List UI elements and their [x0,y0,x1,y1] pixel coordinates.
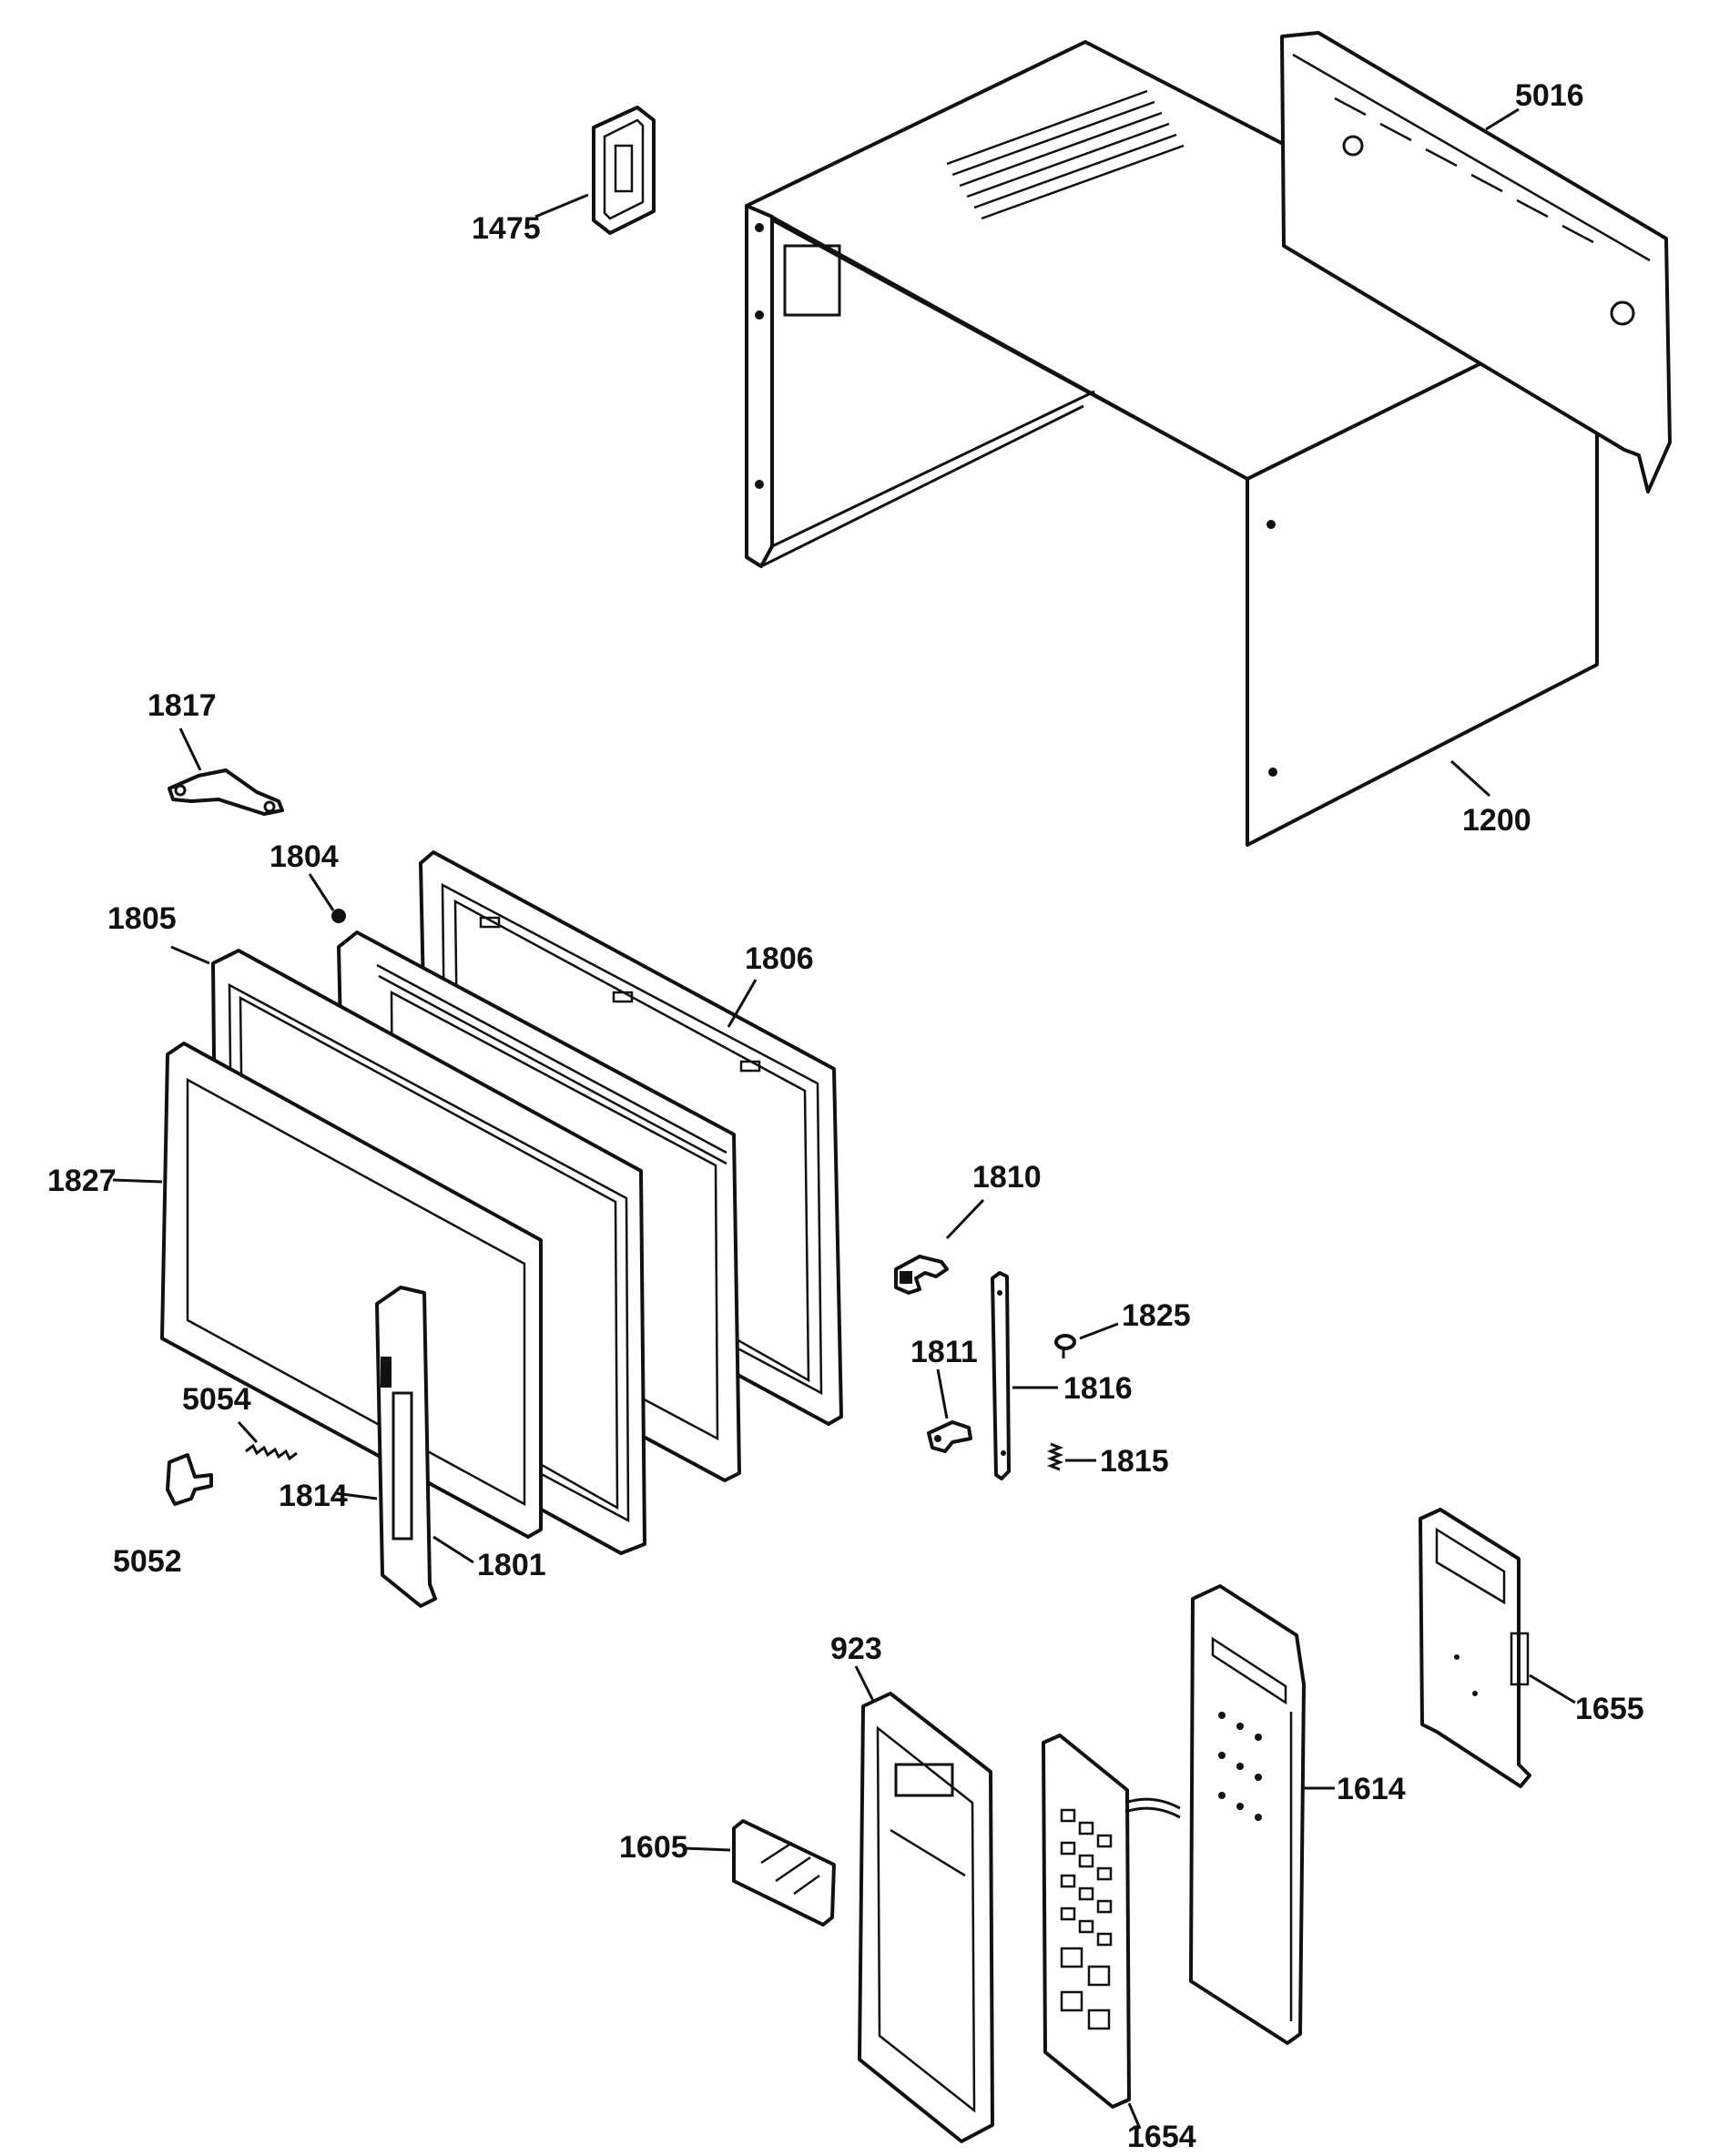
part-1200-outer-cabinet [745,40,1599,847]
part-1811-latch-hook [927,1420,972,1453]
leader-1654 [1127,2102,1142,2130]
part-1817-hinge [168,768,284,816]
label-1817: 1817 [147,688,217,723]
label-1806: 1806 [745,941,814,976]
label-1810: 1810 [972,1160,1042,1195]
board-dots [1218,1712,1262,1821]
part-1827-front-door-panel [160,1042,543,1539]
part-1614-control-board-housing [1189,1584,1306,2045]
label-1614: 1614 [1337,1772,1406,1806]
part-1814-door-handle [375,1286,437,1608]
part-5054-spring [245,1443,298,1461]
label-5052: 5052 [113,1544,182,1579]
label-1655: 1655 [1575,1692,1644,1726]
leader-1825 [1079,1322,1119,1340]
leader-1655 [1529,1673,1576,1704]
label-1654: 1654 [1127,2120,1196,2154]
leader-1801 [432,1535,474,1564]
leader-923 [854,1665,876,1703]
part-923-control-panel-frame [858,1692,994,2143]
label-1805: 1805 [107,901,177,936]
part-1475-bracket [592,106,656,235]
leader-1806 [727,979,758,1028]
label-1801: 1801 [477,1548,546,1582]
top-vents [946,89,1185,220]
label-923: 923 [830,1632,882,1666]
leader-5054 [237,1420,259,1444]
label-1825: 1825 [1122,1298,1191,1333]
leader-1811 [936,1368,949,1419]
leader-1605 [684,1846,731,1852]
back-panel-slots [1334,97,1594,244]
inner-door-teeth [376,963,727,1165]
label-1827: 1827 [47,1164,117,1198]
label-5016: 5016 [1515,78,1584,113]
part-1815-spring [1046,1442,1064,1471]
part-1816-latch-bar [991,1271,1011,1480]
part-1654-membrane-keypad [1042,1734,1181,2109]
leader-1817 [178,727,202,771]
part-1825-screw [1054,1334,1076,1358]
label-1804: 1804 [270,839,339,874]
part-5052-latch-knob [166,1453,213,1506]
part-5016-back-panel [1280,31,1672,493]
leader-1475 [534,193,589,219]
label-1475: 1475 [472,211,541,246]
keypad-keys [1060,1808,1113,2030]
part-1655-circuit-board [1419,1508,1531,1788]
part-1810-latch [894,1255,949,1295]
label-1811: 1811 [910,1335,978,1369]
part-1605-display-window [732,1819,836,1927]
label-1605: 1605 [619,1830,688,1865]
label-1816: 1816 [1063,1371,1133,1406]
leader-1805 [170,945,210,965]
label-5054: 5054 [182,1382,251,1417]
label-1814: 1814 [279,1479,348,1513]
label-1200: 1200 [1462,803,1531,838]
leader-1827 [112,1178,163,1184]
leader-1810 [945,1198,985,1240]
label-1815: 1815 [1100,1444,1169,1479]
leader-1804 [308,873,335,911]
leader-1200 [1449,759,1491,798]
leader-5016 [1485,107,1520,131]
leader-1814 [334,1491,378,1500]
